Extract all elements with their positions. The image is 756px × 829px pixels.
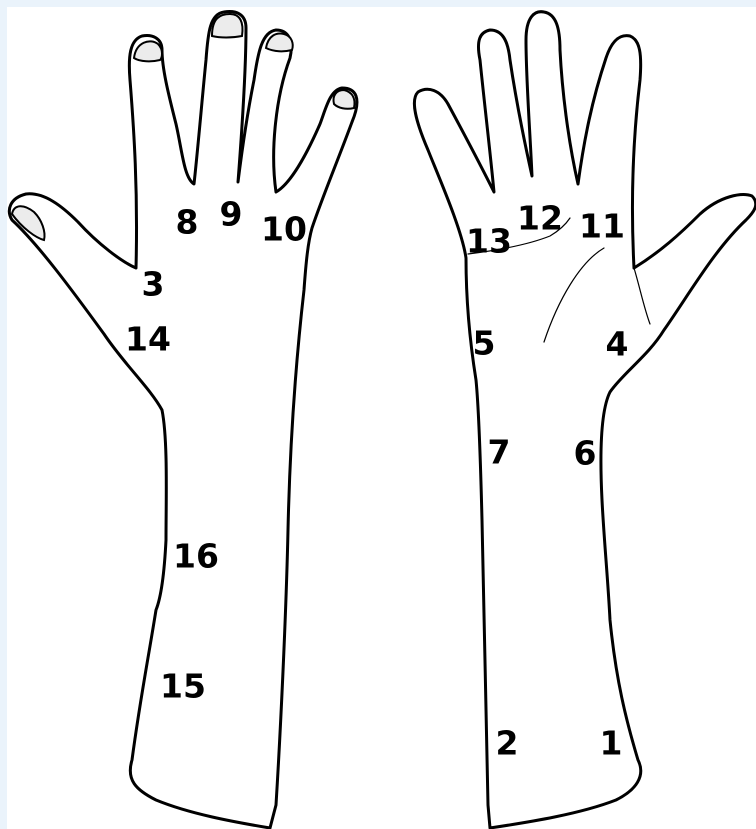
region-label-14: 14 (125, 320, 171, 359)
region-label-3: 3 (142, 265, 165, 304)
region-label-8: 8 (176, 203, 199, 242)
region-label-15: 15 (160, 667, 206, 706)
region-label-16: 16 (173, 537, 219, 576)
left-hand-outline (9, 12, 357, 828)
region-label-1: 1 (600, 724, 623, 763)
region-label-2: 2 (496, 724, 519, 763)
right-hand-palm (414, 12, 755, 828)
region-label-4: 4 (606, 325, 629, 364)
region-label-12: 12 (517, 199, 563, 238)
right-hand-outline (414, 12, 755, 828)
left-hand-back (9, 12, 357, 828)
region-label-13: 13 (466, 222, 512, 261)
region-label-7: 7 (488, 433, 511, 472)
region-label-6: 6 (574, 434, 597, 473)
pinky-nail (333, 90, 354, 109)
region-label-10: 10 (261, 210, 307, 249)
region-label-11: 11 (579, 207, 625, 246)
region-label-5: 5 (473, 324, 496, 363)
region-label-9: 9 (220, 195, 243, 234)
